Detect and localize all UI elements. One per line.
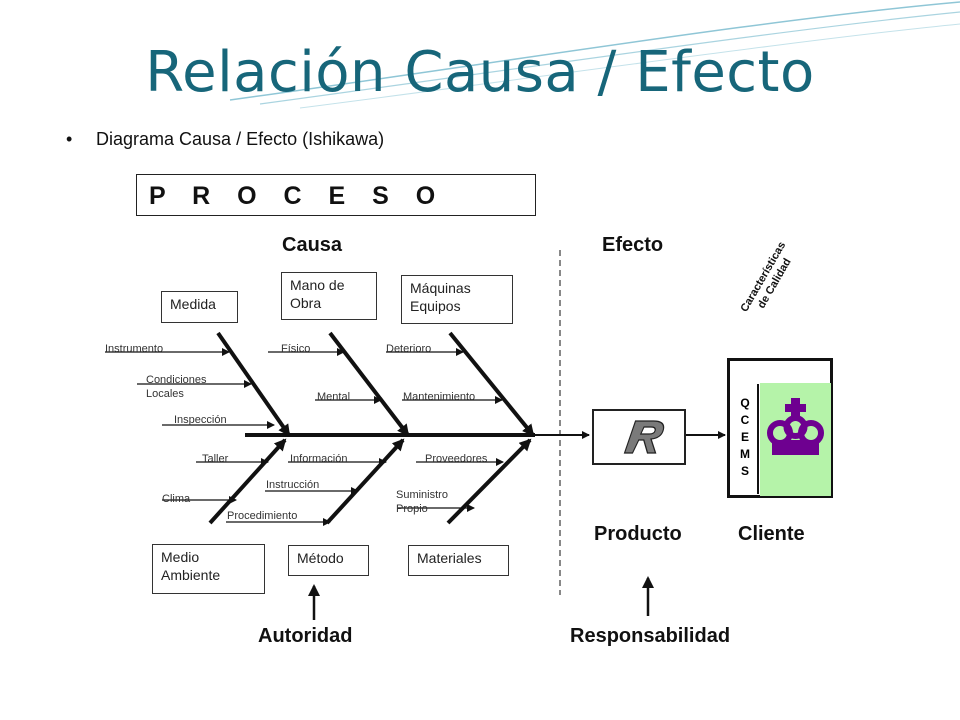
r-logo-icon [623,420,665,454]
cause-procedimiento: Procedimiento [227,510,298,522]
category-materiales: Materiales [408,545,509,576]
qcems-column: Q C E M S [733,384,759,494]
cause-clima: Clima [162,493,191,505]
bullet-dot: • [66,129,73,149]
crown-icon [767,398,824,455]
label-autoridad: Autoridad [258,625,353,647]
header-causa: Causa [282,234,343,256]
cause-condiciones: Condiciones Locales [146,373,207,401]
qcems-m: M [740,447,750,461]
category-mano-obra: Mano de Obra [281,272,377,320]
category-maquinas: Máquinas Equipos [401,275,513,324]
qcems-q: Q [740,396,750,410]
cause-condiciones-line2: Locales [146,388,184,400]
cause-instruccion: Instrucción [266,479,320,491]
header-efecto: Efecto [602,234,664,256]
category-medida: Medida [161,291,238,323]
bone-maquinas [448,331,535,437]
cause-instrumento: Instrumento [105,343,164,355]
category-medida-label: Medida [170,296,216,312]
label-cliente: Cliente [738,523,805,545]
cause-suministro: Suministro Propio [396,488,448,516]
cause-suministro-line1: Suministro [396,489,448,501]
category-medio-ambiente-line1: Medio [161,549,200,565]
category-metodo-label: Método [297,550,344,566]
cause-mantenimiento: Mantenimiento [403,391,476,403]
cause-mental: Mental [317,391,351,403]
cause-inspeccion: Inspección [174,414,227,426]
label-responsabilidad: Responsabilidad [570,625,731,647]
slide-title: Relación Causa / Efecto [145,40,815,105]
cause-condiciones-line1: Condiciones [146,374,207,386]
category-materiales-label: Materiales [417,550,482,566]
process-box: P R O C E S O [136,174,536,216]
bone-metodo [325,438,405,525]
product-box [592,409,686,465]
qcems-e: E [740,430,749,444]
bone-materiales [446,438,532,525]
bullet-text: Diagrama Causa / Efecto (Ishikawa) [96,129,385,149]
qcems-c: C [740,413,750,427]
client-green-panel [760,383,831,496]
cause-proveedores: Proveedores [425,453,488,465]
category-maquinas-line2: Equipos [410,298,461,314]
category-medio-ambiente-line2: Ambiente [161,567,221,583]
cause-fisico: Físico [281,343,311,355]
bullet-item: • Diagrama Causa / Efecto (Ishikawa) [66,129,384,150]
decorative-swoosh [229,1,960,109]
cause-suministro-line2: Propio [396,503,428,515]
cause-deterioro: Deterioro [386,343,432,355]
category-medio-ambiente: Medio Ambiente [152,544,265,594]
qcems-s: S [740,464,749,478]
category-maquinas-line1: Máquinas [410,280,471,296]
category-metodo: Método [288,545,369,576]
cause-taller: Taller [202,453,229,465]
cause-informacion: Información [290,453,348,465]
label-producto: Producto [594,523,682,545]
bone-medio-ambiente [208,438,287,525]
category-mano-obra-line2: Obra [290,295,322,311]
category-mano-obra-line1: Mano de [290,277,345,293]
